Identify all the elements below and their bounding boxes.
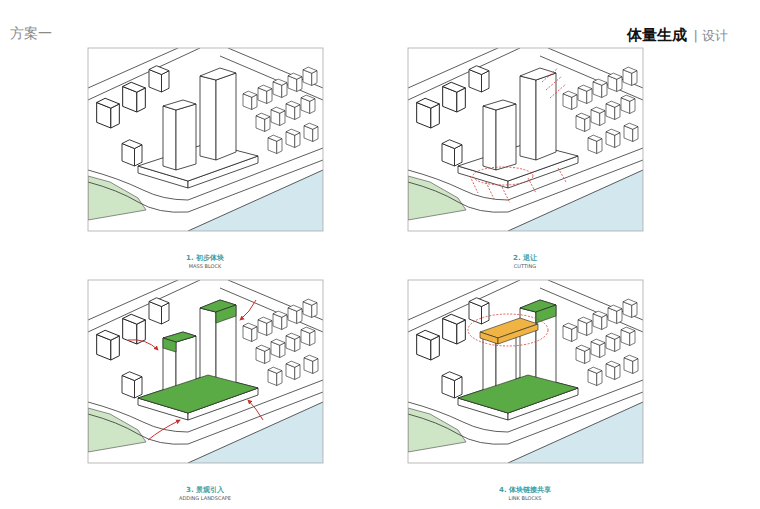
header-group: 体量生成 | 设计 — [627, 26, 728, 45]
step-caption-en: MASS BLOCK — [189, 263, 221, 269]
step-caption-en: ADDING LANDSCAPE — [179, 495, 231, 501]
step-caption: 2. 退让 — [513, 253, 537, 263]
section-tag: | 设计 — [693, 27, 728, 45]
step-caption: 1. 初步体块 — [186, 253, 224, 263]
page-title: 体量生成 — [627, 26, 687, 45]
step-caption-en: LINK BLOCKS — [509, 495, 542, 501]
scheme-label: 方案一 — [10, 25, 52, 43]
step-caption-en: CUTTING — [514, 263, 536, 269]
step-caption: 3. 景观引入 — [186, 485, 224, 495]
step-caption: 4. 体块链接共享 — [499, 485, 551, 495]
